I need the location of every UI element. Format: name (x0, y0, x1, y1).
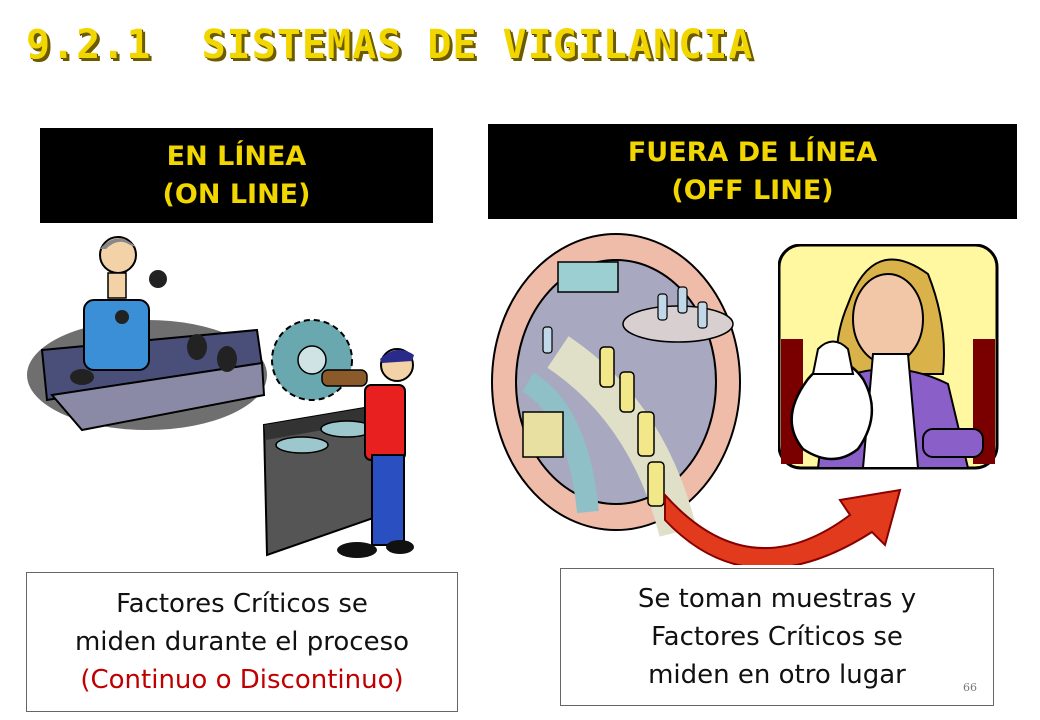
online-header-line2: (ON LINE) (162, 178, 311, 210)
bottling-line-clipart (491, 233, 741, 537)
inspector-clipart (27, 236, 267, 432)
online-header: EN LÍNEA (ON LINE) (40, 128, 433, 223)
offline-header: FUERA DE LÍNEA (OFF LINE) (488, 124, 1017, 219)
offline-desc-line1: Se toman muestras y (637, 584, 917, 614)
online-description: Factores Críticos se miden durante el pr… (26, 572, 458, 712)
flow-arrow (664, 488, 902, 565)
offline-desc-line3: miden en otro lugar (648, 660, 906, 690)
sample-lady-clipart (778, 244, 999, 470)
offline-header-line2: (OFF LINE) (671, 174, 834, 206)
gear-worker-clipart (262, 319, 414, 558)
online-desc-line1: Factores Críticos se (116, 589, 368, 619)
online-desc-line3: (Continuo o Discontinuo) (80, 665, 404, 695)
slide-title: 9.2.1 SISTEMAS DE VIGILANCIA (26, 22, 754, 68)
offline-desc-line2: Factores Críticos se (651, 622, 903, 652)
offline-header-line1: FUERA DE LÍNEA (627, 136, 878, 168)
offline-description: Se toman muestras y Factores Críticos se… (560, 568, 994, 706)
page-number: 66 (963, 681, 977, 694)
online-desc-line2: miden durante el proceso (74, 627, 410, 657)
online-header-line1: EN LÍNEA (166, 140, 307, 172)
